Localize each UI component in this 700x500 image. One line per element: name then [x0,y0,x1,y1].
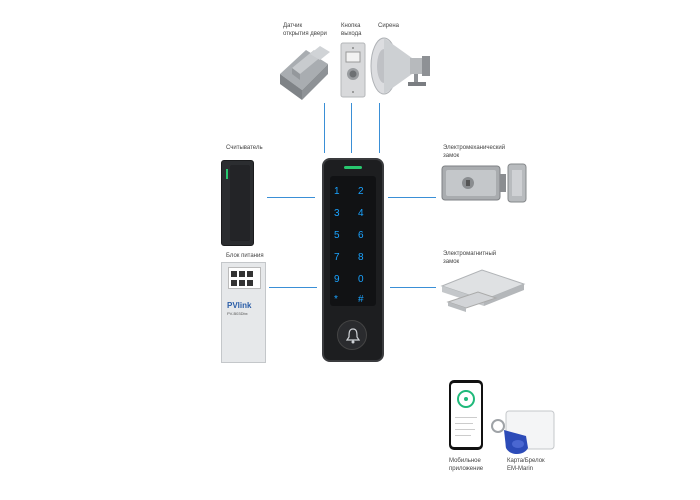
card-fob-label: Карта/Брелок EM-Marin [507,458,545,472]
mobile-phone-image [449,380,483,450]
key-6: 6 [358,230,364,241]
exit-button-image [340,42,366,98]
key-5: 5 [334,230,340,241]
keypad-device [322,158,384,362]
door-sensor-image [280,46,330,100]
fob-logo [512,440,524,448]
key-1: 1 [334,186,340,197]
keypad-keys: 1 2 3 4 5 6 7 8 9 0 * # [330,182,376,306]
connector-line [379,103,380,153]
key-9: 9 [334,274,340,285]
connector-line [388,197,436,198]
door-sensor-label: Датчик открытия двери [283,23,327,37]
power-supply-image: PVlink PV-B03Dbx [221,262,266,363]
key-0: 0 [358,274,364,285]
mobile-app-label: Мобильное приложение [449,458,484,472]
exit-button-label: Кнопка выхода [341,23,362,37]
status-indicator [344,166,362,169]
connector-line [390,287,436,288]
electromech-lock-label: Электромеханический замок [443,145,506,159]
doorbell-button [337,320,367,350]
electromech-lock-image [441,163,527,203]
connector-line [324,103,325,153]
power-supply-label: Блок питания [226,253,264,259]
connector-line [351,103,352,153]
reader-label: Считыватель [226,145,263,151]
key-8: 8 [358,252,364,263]
key-4: 4 [358,208,364,219]
reader-indicator [226,169,228,179]
key-star: * [334,294,338,305]
siren-image [370,37,430,95]
electromag-lock-image [440,269,526,312]
connector-line [269,287,317,288]
key-7: 7 [334,252,340,263]
keypad-panel [330,176,376,306]
siren-label: Сирена [378,23,400,29]
key-hash: # [358,294,364,305]
key-3: 3 [334,208,340,219]
electromag-lock-label: Электромагнитный замок [443,251,497,265]
power-model: PV-B03Dbx [227,311,248,316]
power-brand: PVlink [227,301,252,310]
app-ring-icon [457,390,475,408]
card-fob-image [491,410,555,454]
connector-line [267,197,315,198]
bell-icon [346,328,360,344]
key-2: 2 [358,186,364,197]
reader-image [221,160,254,246]
